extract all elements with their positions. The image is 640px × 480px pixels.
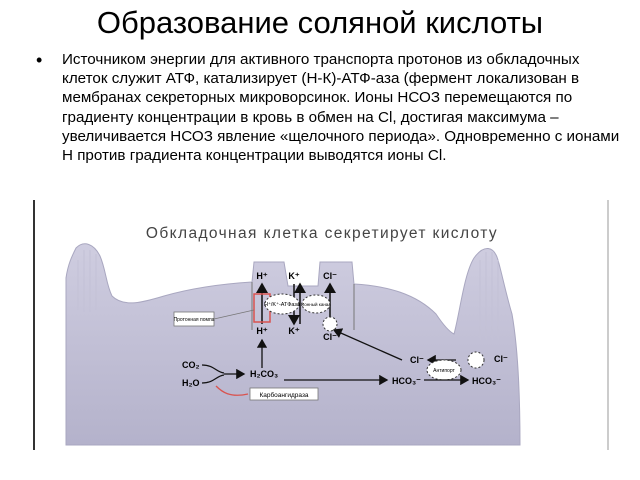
label-hco3-in: HCO₃⁻ xyxy=(392,376,421,386)
arrow-co2-join xyxy=(201,364,225,374)
label-k-bottom: K⁺ xyxy=(288,326,299,336)
label-k-top: K⁺ xyxy=(288,271,299,281)
label-co2: CO₂ xyxy=(182,360,200,370)
slide-title: Образование соляной кислоты xyxy=(96,5,544,40)
label-cl-out: Cl⁻ xyxy=(494,354,508,364)
label-cl-bottom: Cl⁻ xyxy=(323,332,337,342)
cl-entry-circle xyxy=(467,351,485,369)
channel-ellipse xyxy=(301,294,331,314)
antiporter-label: Антипорт xyxy=(433,368,455,374)
arrow-h2o-join xyxy=(201,374,225,384)
microvilli-texture xyxy=(77,250,499,340)
pump-label-leader xyxy=(213,309,255,320)
cell-diagram-svg: Обкладочная клетка секретирует кислоту H… xyxy=(32,200,610,450)
enzyme-label: Карбоангидраза xyxy=(259,391,308,399)
bullet-marker: • xyxy=(36,50,43,70)
label-cl-in: Cl⁻ xyxy=(410,355,424,365)
label-h-top: H⁺ xyxy=(256,271,267,281)
atpase-ellipse xyxy=(264,293,300,315)
enzyme-box xyxy=(249,387,319,401)
pump-label: Протонная помпа xyxy=(174,317,215,323)
atpase-label: H⁺/K⁺-АТФаза xyxy=(264,301,301,308)
label-cl-top: Cl⁻ xyxy=(323,271,337,281)
figure-heading: Обкладочная клетка секретирует кислоту xyxy=(146,225,498,242)
chloride-channel-circle xyxy=(322,316,338,332)
label-h2o: H₂O xyxy=(182,378,200,388)
label-h2co3: H₂CO₃ xyxy=(250,369,278,379)
enzyme-catalysis-arrow xyxy=(215,385,249,396)
label-hco3-out: HCO₃⁻ xyxy=(472,376,501,386)
channel-label: Ионный канал xyxy=(301,301,331,307)
parietal-cell-body xyxy=(65,243,521,446)
arrow-cl-to-lumen xyxy=(332,328,403,361)
label-h-bottom: H⁺ xyxy=(256,326,267,336)
cell-diagram: Обкладочная клетка секретирует кислоту H… xyxy=(32,200,610,450)
bullet-text: Источником энергии для активного транспо… xyxy=(62,51,620,165)
